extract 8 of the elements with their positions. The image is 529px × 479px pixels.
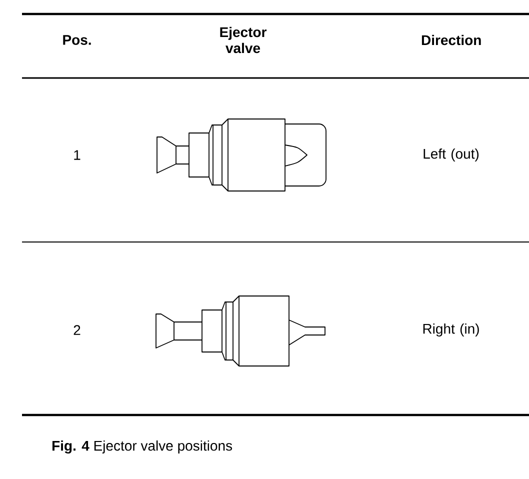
caption: Fig. 4 Ejector valve positions [52, 440, 232, 454]
column-header: Direction [422, 34, 481, 46]
column-header: Ejector valve [220, 26, 267, 54]
position-number: 1 [74, 150, 80, 160]
position-number: 2 [74, 325, 80, 335]
column-header: Pos. [63, 35, 91, 45]
direction-text: Right (in) [423, 323, 479, 337]
direction-text: Left (out) [424, 148, 479, 162]
